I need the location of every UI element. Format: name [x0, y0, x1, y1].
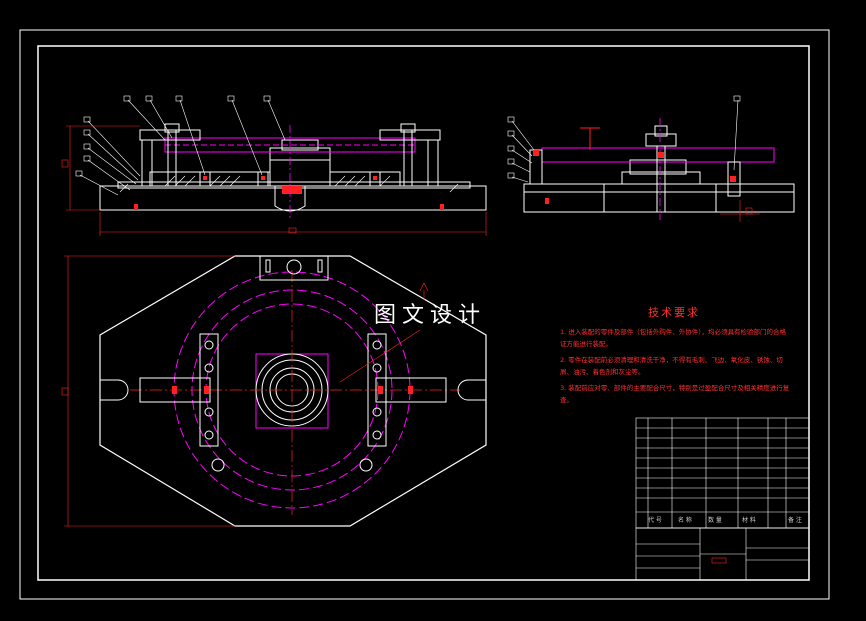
technical-requirements-title: 技术要求 — [648, 306, 700, 319]
technical-requirement-item: 3. 装配前应对零、部件的主要配合尺寸，特别是过盈配合尺寸及相关精度进行复查。 — [560, 384, 790, 404]
bom-header-qty: 数 量 — [708, 517, 722, 524]
bom-header-code: 代 号 — [648, 517, 662, 524]
watermark: 图文设计 — [374, 303, 487, 328]
front-view — [61, 95, 487, 236]
bom-header-note: 备 注 — [788, 517, 802, 524]
title-block — [635, 417, 810, 581]
outer-border — [19, 29, 830, 600]
technical-requirement-item: 1. 进入装配的零件及部件（包括外购件、外协件），均必须具有检验部门的合格证方能… — [560, 328, 787, 348]
inner-border — [37, 45, 810, 581]
plan-view — [61, 255, 487, 527]
side-view — [507, 95, 795, 222]
bom-header-name: 名 称 — [678, 517, 692, 524]
technical-requirement-item: 2. 零件在装配前必须清理和清洗干净，不得有毛刺、飞边、氧化皮、锈蚀、切屑、油污… — [560, 356, 783, 376]
bom-header-material: 材 料 — [742, 517, 756, 524]
